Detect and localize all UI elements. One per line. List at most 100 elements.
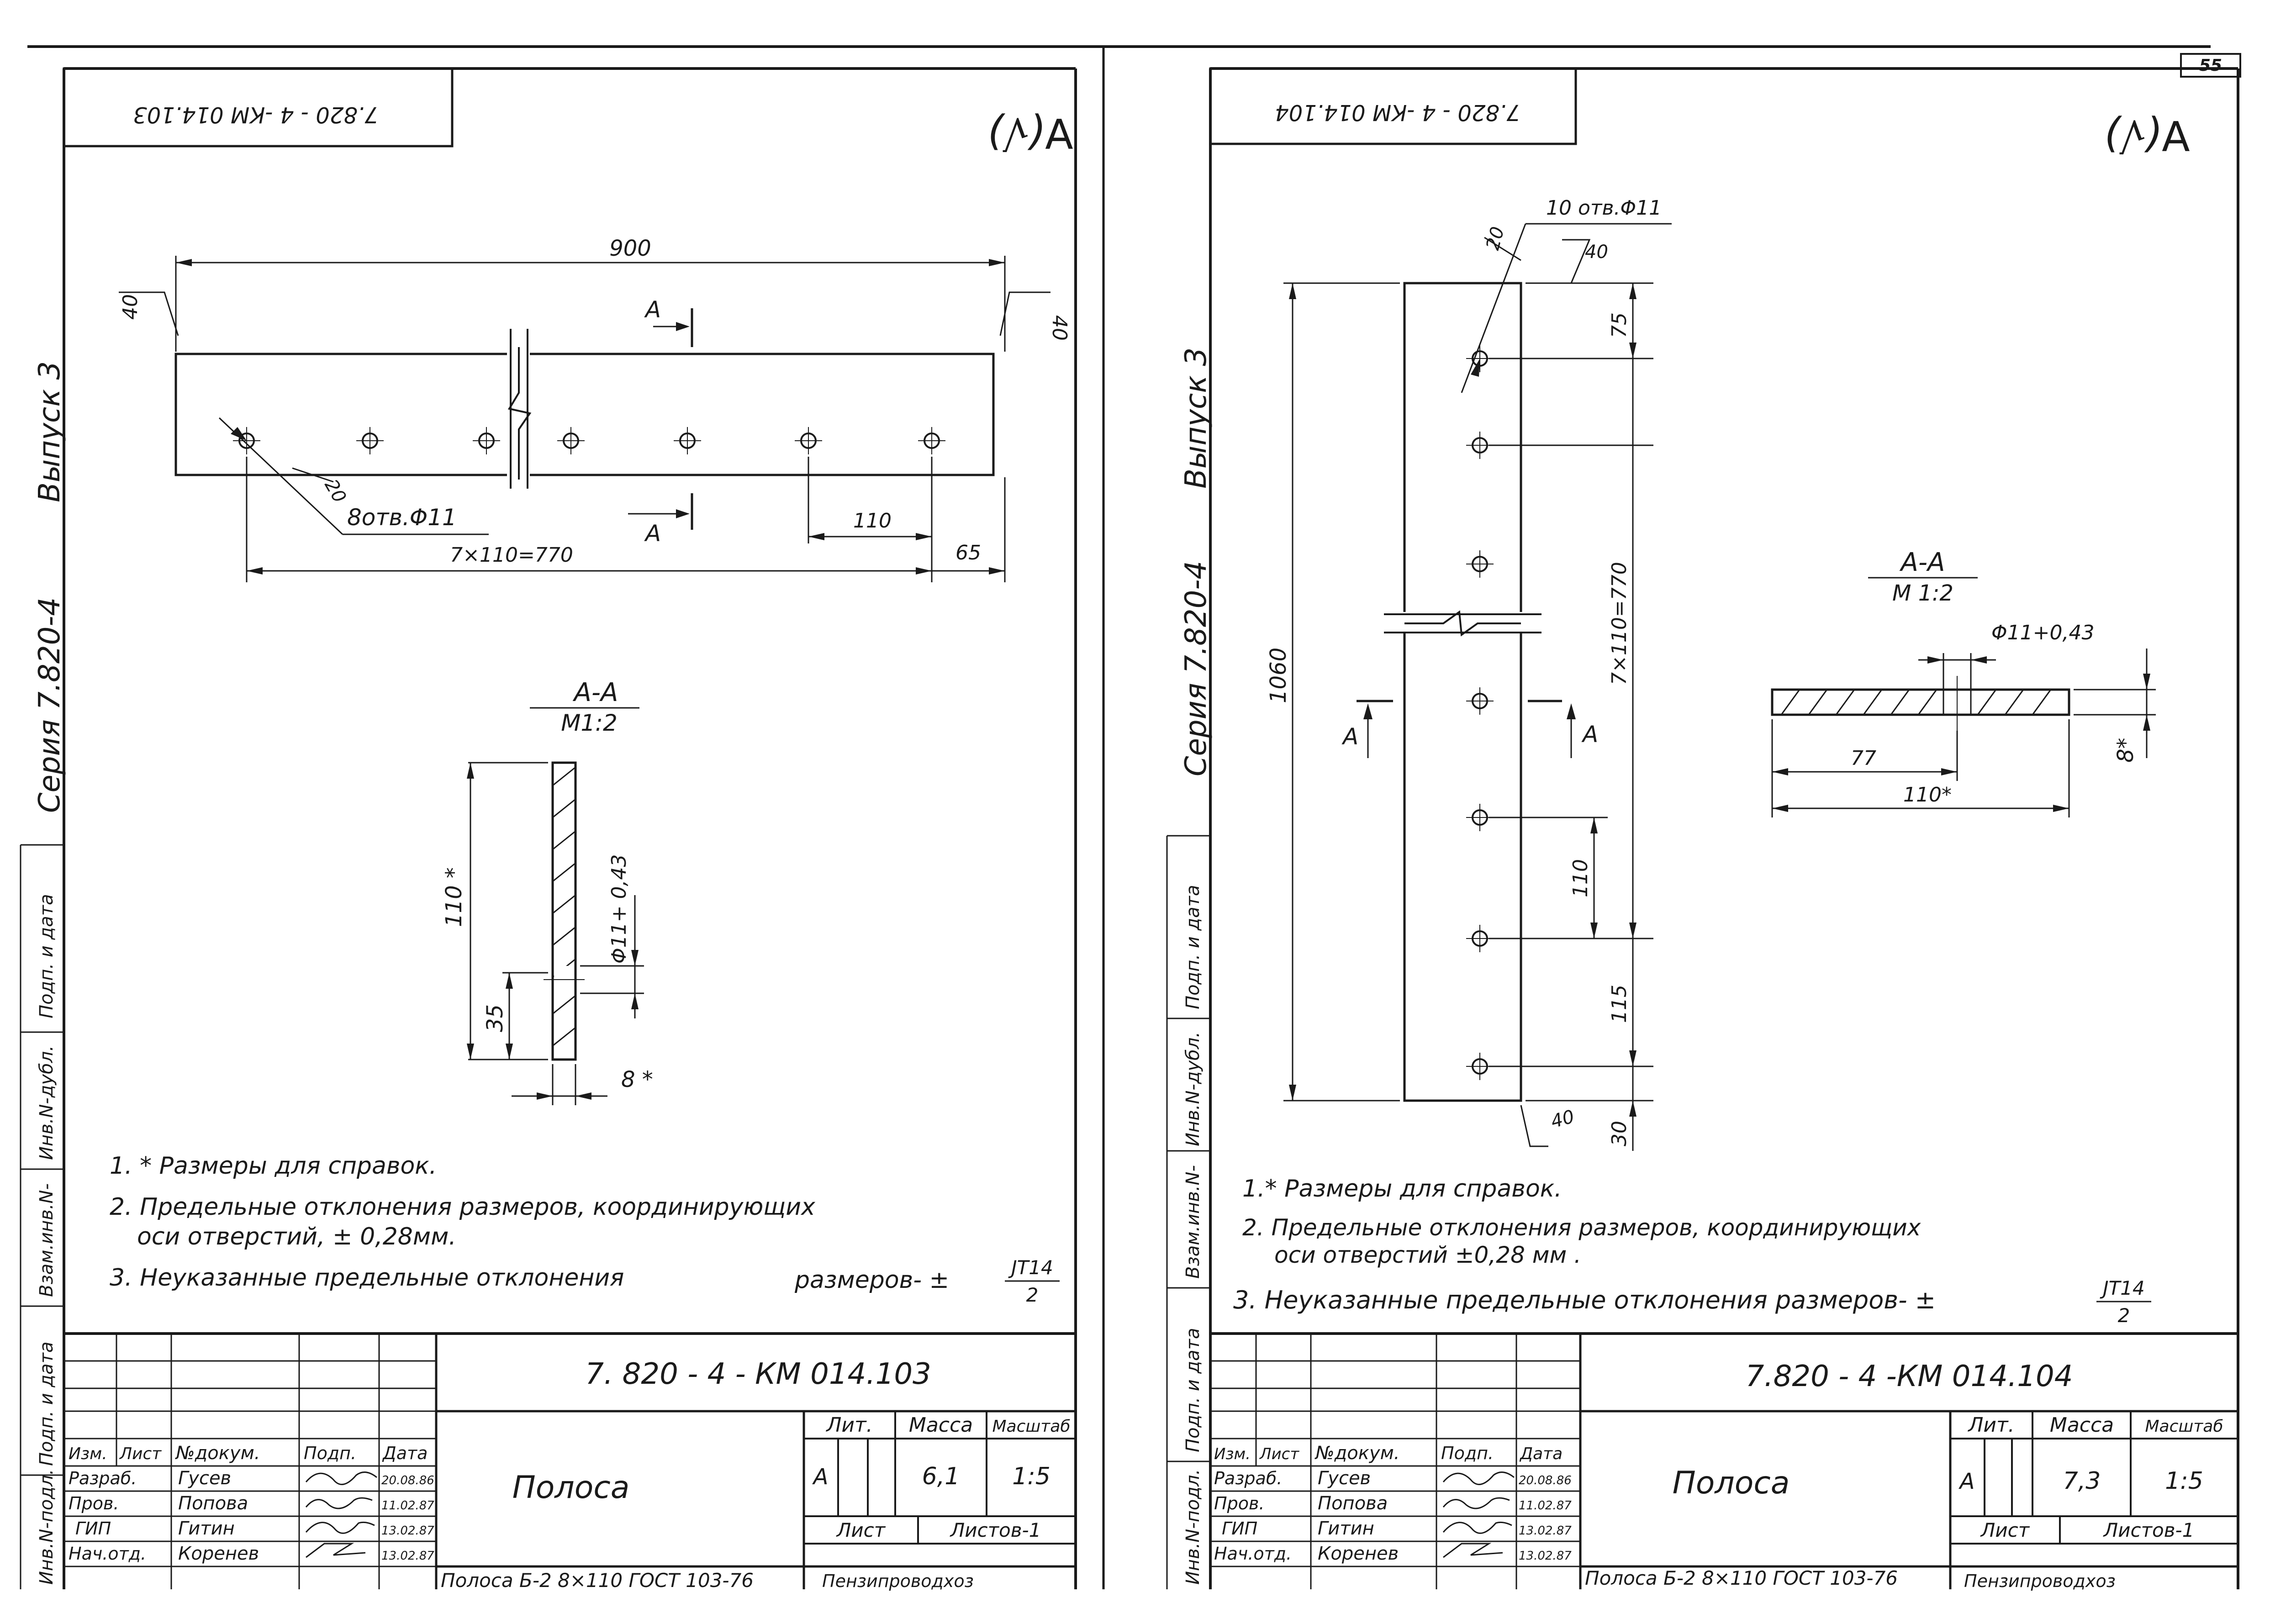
- right-side-stamp: Подп. и дата Взам.инв.N- Инв.N-дубл. Под…: [1166, 835, 1210, 1589]
- left-sec-hole: Φ11+ 0,43: [607, 854, 631, 964]
- page-number-box: [2180, 53, 2241, 78]
- left-sec-offset: 35: [482, 1004, 508, 1032]
- left-tb-name-1: Гусев: [178, 1468, 231, 1489]
- left-note-3-den: 2: [1026, 1284, 1039, 1306]
- left-sheet: 7.820 - 4 -КМ 014.103 ∀(√) Серия 7.820-4…: [20, 67, 1077, 1592]
- right-tb-sheets: Листов-1: [2103, 1519, 2195, 1541]
- left-tb-role-2: Пров.: [69, 1493, 119, 1513]
- right-tb-name: Полоса: [1673, 1465, 1790, 1501]
- left-title-block: Изм. Лист №докум. Подп. Дата Разраб. Гус…: [64, 1332, 1076, 1592]
- right-top-stamp-box: [1209, 67, 1577, 145]
- right-section-scale: М 1:2: [1892, 580, 1953, 606]
- right-tb-date-2: 11.02.87: [1519, 1499, 1572, 1513]
- right-side-stamp-2: Взам.инв.N-: [1183, 1165, 1204, 1279]
- left-note-3-num: JT14: [1008, 1256, 1053, 1279]
- right-dim-last: 115: [1608, 985, 1631, 1023]
- left-tb-col-list: Лист: [119, 1445, 162, 1463]
- signature-icon: [1442, 1497, 1510, 1509]
- left-tb-lit: А: [812, 1464, 829, 1490]
- signature-icon: [1442, 1521, 1512, 1534]
- right-tb-date-1: 20.08.86: [1519, 1474, 1572, 1487]
- left-tb-designation: 7. 820 - 4 - КМ 014.103: [585, 1357, 931, 1391]
- left-notes: 1. * Размеры для справок. 2. Предельные …: [110, 1152, 1060, 1306]
- right-tb-name-3: Гитин: [1318, 1518, 1374, 1539]
- left-dim-end-right: 40: [1048, 315, 1071, 341]
- right-tb-mass: 7,3: [2063, 1467, 2101, 1495]
- signature-icon: [306, 1543, 366, 1558]
- right-dim-chamfer: 20: [1482, 225, 1509, 253]
- left-tb-col-izm: Изм.: [69, 1445, 107, 1463]
- left-tb-col-date: Дата: [382, 1443, 428, 1463]
- right-side-stamp-4: Подп. и дата: [1183, 1328, 1204, 1452]
- left-plan-view: 900 40 40 А А 8отв.Φ11 20: [119, 236, 1071, 582]
- page-number: 55: [2199, 56, 2222, 75]
- signature-icon: [305, 1497, 373, 1509]
- left-dim-chamfer: 20: [320, 476, 350, 506]
- right-tb-col-list: Лист: [1259, 1445, 1299, 1463]
- left-tb-col-sign: Подп.: [304, 1443, 356, 1463]
- signature-icon: [305, 1471, 377, 1485]
- right-note-3: 3. Неуказанные предельные отклонения раз…: [1233, 1286, 1936, 1314]
- left-dim-edge: 65: [956, 541, 981, 564]
- right-tb-col-date: Дата: [1519, 1445, 1563, 1463]
- right-tb-lit: А: [1959, 1469, 1975, 1494]
- right-note-3-num: JT14: [2100, 1277, 2145, 1299]
- right-note-2b: оси отверстий ±0,28 мм .: [1274, 1242, 1581, 1268]
- right-dim-chain: 7×110=770: [1608, 562, 1631, 685]
- right-sheet: 7.820 - 4 -КМ 014.104 ∀(√) Серия 7.820-4…: [1166, 67, 2239, 1591]
- left-hole-note: 8отв.Φ11: [347, 504, 457, 531]
- right-section-title: А-А: [1900, 548, 1945, 577]
- left-tb-name: Полоса: [512, 1470, 630, 1506]
- left-tb-name-3: Гитин: [178, 1518, 235, 1539]
- left-roughness-symbol: ∀(√): [987, 109, 1073, 157]
- right-tb-hdr-scale: Масштаб: [2145, 1417, 2223, 1436]
- left-side-stamp-1: Подп. и дата: [36, 894, 57, 1018]
- left-break-line: [507, 347, 532, 480]
- left-tb-name-2: Попова: [178, 1493, 248, 1514]
- right-sec-width: 110*: [1903, 783, 1952, 807]
- left-dim-chain: 7×110=770: [450, 543, 573, 567]
- left-section-title: А-А: [573, 678, 618, 707]
- right-tb-org: Пензипроводхоз: [1964, 1571, 2116, 1591]
- left-tb-role-4: Нач.отд.: [69, 1544, 146, 1564]
- right-roughness-symbol: ∀(√): [2103, 111, 2190, 159]
- right-note-1: 1.* Размеры для справок.: [1242, 1175, 1562, 1202]
- left-top-stamp-box: [63, 67, 454, 148]
- right-tb-hdr-lit: Лит.: [1967, 1413, 2014, 1437]
- left-side-stamp-3: Инв.N-дубл.: [36, 1045, 57, 1160]
- left-tb-col-doc: №докум.: [175, 1443, 260, 1464]
- right-dim-first: 75: [1608, 312, 1631, 338]
- right-tb-name-1: Гусев: [1318, 1468, 1371, 1489]
- right-plan-view: 10 отв.Φ11 20 40 40 1060: [1266, 196, 1672, 1151]
- left-note-2: 2. Предельные отклонения размеров, коорд…: [110, 1193, 816, 1221]
- right-dim-length: 1060: [1266, 648, 1291, 703]
- left-section-view: А-А М1:2 110 *: [441, 678, 653, 1105]
- right-section-view: А-А М 1:2 Φ11+0,43: [1771, 548, 2156, 817]
- left-side-stamp-4: Подп. и дата: [36, 1342, 57, 1466]
- right-sec-hole: Φ11+0,43: [1991, 621, 2094, 644]
- left-holes: [233, 427, 945, 454]
- left-tb-name-4: Коренев: [178, 1543, 259, 1564]
- right-section-mark-right: А: [1581, 721, 1598, 748]
- right-side-stamp-5: Инв.N-подл.: [1183, 1469, 1204, 1585]
- left-side-stamp-5: Инв.N-подл.: [36, 1469, 57, 1585]
- right-tb-designation: 7.820 - 4 -КМ 014.104: [1746, 1360, 2073, 1393]
- left-note-3b: размеров- ±: [794, 1266, 949, 1294]
- right-tb-role-4: Нач.отд.: [1214, 1544, 1292, 1564]
- right-tb-hdr-mass: Масса: [2050, 1413, 2114, 1437]
- right-break-line: [1404, 610, 1521, 637]
- left-top-stamp: 7.820 - 4 -КМ 014.103: [133, 102, 379, 127]
- left-tb-material: Полоса Б-2 8×110 ГОСТ 103-76: [441, 1569, 754, 1592]
- right-title-block: Изм. Лист №докум. Подп. Дата Разраб. Гус…: [1210, 1332, 2238, 1591]
- left-series-label: Серия 7.820-4: [33, 597, 67, 813]
- right-tb-role-1: Разраб.: [1214, 1468, 1282, 1488]
- right-tb-sheet: Лист: [1980, 1519, 2030, 1541]
- left-section-scale: М1:2: [561, 710, 618, 736]
- right-section-mark-left: А: [1341, 723, 1358, 750]
- left-dim-end-left: 40: [119, 294, 142, 320]
- left-section-profile: [551, 761, 577, 1061]
- signature-icon: [1443, 1543, 1503, 1558]
- right-tb-material: Полоса Б-2 8×110 ГОСТ 103-76: [1585, 1567, 1898, 1589]
- right-note-3-den: 2: [2118, 1304, 2130, 1327]
